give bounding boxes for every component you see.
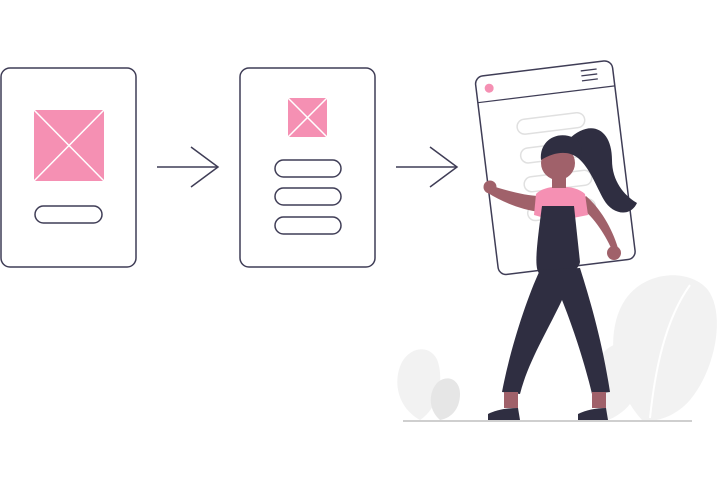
woman-shoe-right [578, 408, 608, 420]
arrow-right-icon [157, 146, 220, 188]
plant-leaf-left-small [430, 378, 460, 420]
wireframe-card-1 [0, 67, 137, 268]
wireframe-card-2-frame [239, 67, 376, 268]
image-placeholder-icon [287, 97, 328, 138]
woman-right-hand [607, 246, 621, 260]
woman-left-hand [483, 180, 497, 194]
plant-leaf-left [397, 349, 441, 420]
image-placeholder-icon [33, 109, 105, 182]
interface-card-header-divider [477, 85, 615, 104]
wireframe-card-2-list-item [274, 216, 342, 235]
woman-ponytail [568, 128, 637, 213]
woman-right-arm [578, 196, 618, 250]
interface-card-status-dot [484, 83, 494, 93]
plant-leaf-medium-right [594, 343, 643, 420]
background-plants [397, 275, 717, 422]
wireframe-card-2 [239, 67, 376, 268]
woman-left-arm [488, 186, 540, 212]
plant-stem-large-right [649, 284, 691, 419]
hamburger-menu-icon [580, 68, 598, 82]
woman-overalls-torso [536, 206, 580, 275]
woman-overalls-legs [502, 268, 610, 394]
woman-figure [483, 128, 637, 420]
woman-shoe-left [488, 408, 520, 420]
woman-ankle-left [504, 392, 518, 408]
arrow-right-icon [396, 146, 459, 188]
woman-ankle-right [592, 392, 606, 408]
woman-hair [540, 135, 582, 160]
interface-card-field [516, 111, 586, 135]
wireframe-card-1-button [34, 205, 103, 224]
wireframe-card-2-list-item [274, 159, 342, 178]
wireframe-card-2-list-item [274, 187, 342, 206]
